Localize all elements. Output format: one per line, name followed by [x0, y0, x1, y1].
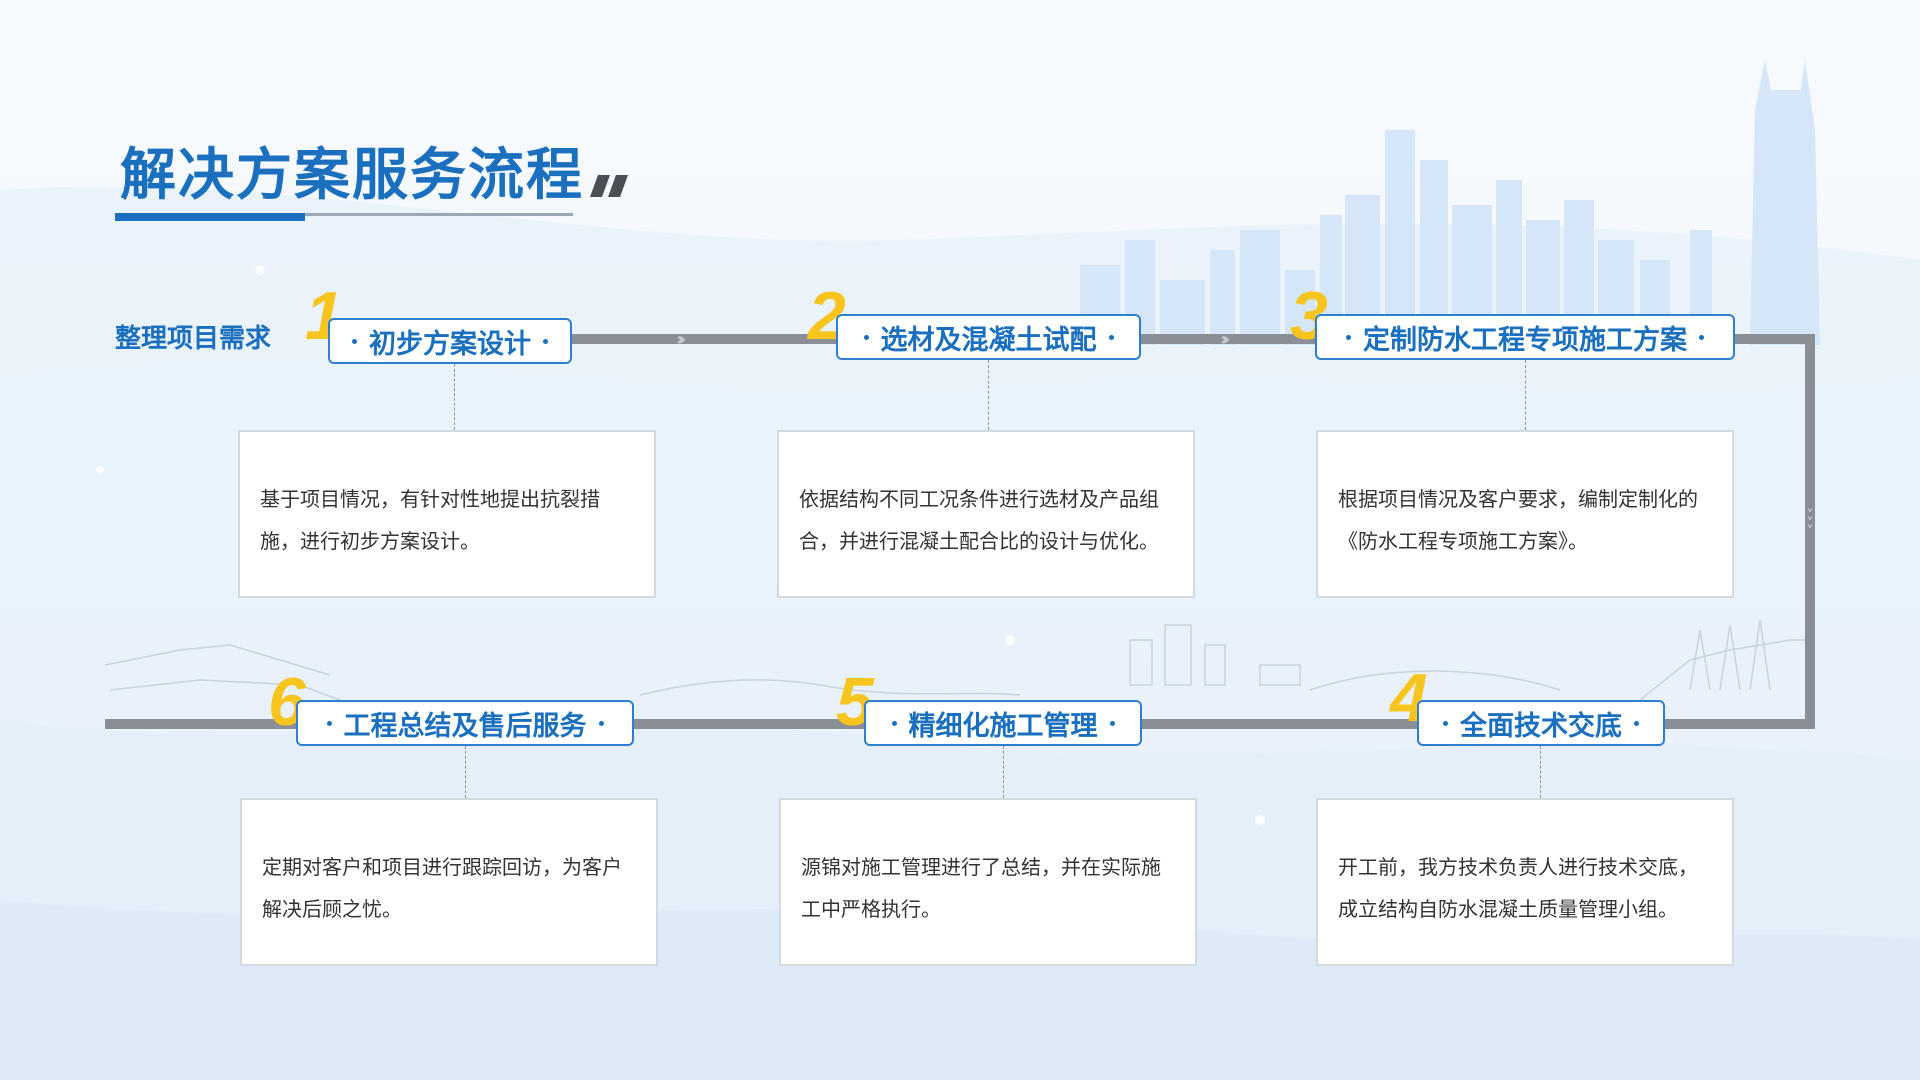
step-2-label-pill: 选材及混凝土试配 [836, 314, 1141, 360]
step-label: 全面技术交底 [1460, 710, 1622, 742]
step-5-description-box: 源锦对施工管理进行了总结，并在实际施工中严格执行。 [779, 798, 1197, 966]
step-connector [1525, 360, 1526, 430]
step-label: 定制防水工程专项施工方案 [1363, 324, 1687, 356]
step-connector [465, 746, 466, 798]
step-6-label-pill: 工程总结及售后服务 [296, 700, 634, 746]
step-1-description-box: 基于项目情况，有针对性地提出抗裂措施，进行初步方案设计。 [238, 430, 656, 598]
step-connector [988, 360, 989, 430]
step-label: 工程总结及售后服务 [343, 710, 587, 742]
step-connector [1003, 746, 1004, 798]
step-5-label-pill: 精细化施工管理 [864, 700, 1142, 746]
step-3-label-pill: 定制防水工程专项施工方案 [1315, 314, 1735, 360]
flow-track-top [560, 334, 1815, 344]
flow-track-right [1805, 334, 1815, 729]
chevron-down-icon: ˅˅˅ [1806, 508, 1814, 540]
step-2-description-box: 依据结构不同工况条件进行选材及产品组合，并进行混凝土配合比的设计与优化。 [777, 430, 1195, 598]
step-4-label-pill: 全面技术交底 [1417, 700, 1665, 746]
step-3-description-box: 根据项目情况及客户要求，编制定制化的《防水工程专项施工方案》。 [1316, 430, 1734, 598]
step-6-description-box: 定期对客户和项目进行跟踪回访，为客户解决后顾之忧。 [240, 798, 658, 966]
start-label: 整理项目需求 [115, 324, 272, 354]
step-connector [454, 364, 455, 430]
slash-decoration-icon [590, 175, 628, 197]
step-1-label-pill: 初步方案设计 [328, 318, 572, 364]
title-underline [115, 213, 573, 216]
step-label: 初步方案设计 [369, 328, 531, 360]
page-title: 解决方案服务流程 [120, 143, 584, 208]
step-connector [1540, 746, 1541, 798]
chevron-right-icon: ››› [1220, 329, 1231, 350]
title-underline-accent [115, 213, 305, 221]
chevron-right-icon: ››› [676, 329, 687, 350]
step-label: 精细化施工管理 [908, 710, 1098, 742]
step-label: 选材及混凝土试配 [880, 324, 1097, 356]
step-4-description-box: 开工前，我方技术负责人进行技术交底，成立结构自防水混凝土质量管理小组。 [1316, 798, 1734, 966]
